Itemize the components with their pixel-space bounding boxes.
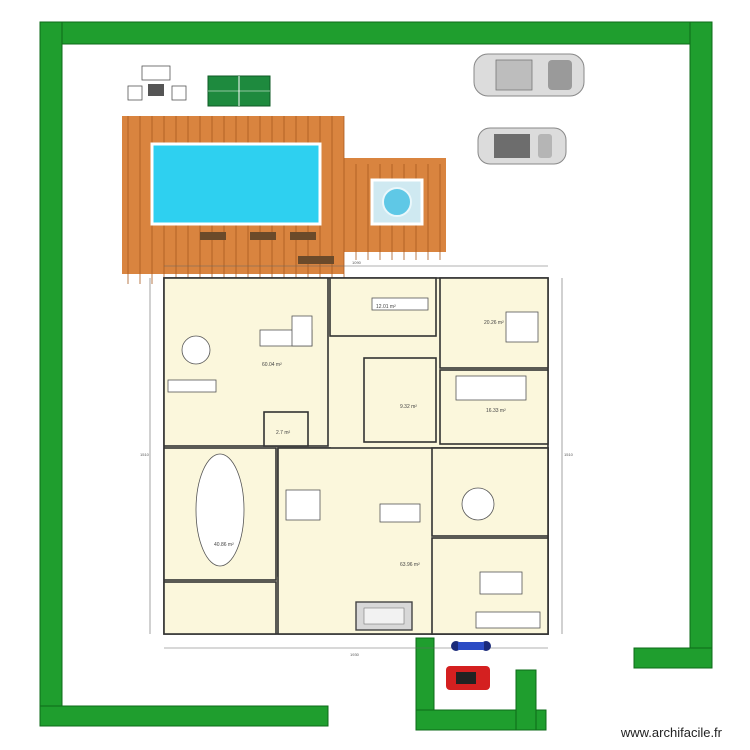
garden-table (148, 84, 164, 96)
bed-top (505, 311, 539, 343)
area-hall: 9.32 m² (400, 404, 417, 410)
car-top (473, 53, 585, 97)
desk-main (379, 503, 421, 523)
bathroom-block (285, 489, 321, 521)
round-table-office (461, 487, 495, 521)
dim-right: 1510 (564, 452, 574, 457)
area-bedroom-top: 20.26 m² (484, 320, 504, 326)
bed-mid (455, 375, 527, 401)
ping-pong-table (207, 75, 271, 107)
dim-top: 1090 (352, 260, 362, 265)
pool-deck (122, 116, 446, 284)
wardrobe (475, 611, 541, 629)
hedge-right (689, 21, 713, 669)
house: 60.04 m² 12.01 m² 20.26 m² 9.32 m² 16.33… (140, 260, 574, 657)
dim-bottom: 1930 (350, 652, 360, 657)
sofa-living-corner (291, 315, 313, 347)
area-bedroom-mid: 16.33 m² (486, 408, 506, 414)
dim-left: 1510 (140, 452, 150, 457)
room-wc (263, 411, 309, 447)
bed-bottom-right (479, 571, 523, 595)
hedge-bottom-left (39, 705, 329, 727)
office-desk (371, 297, 429, 311)
hedge-entrance-bottom (415, 709, 547, 731)
garden-chair-left (127, 85, 143, 101)
garden-chair-right (171, 85, 187, 101)
watermark: www.archifacile.fr (620, 725, 722, 740)
hedge-right-foot (633, 647, 713, 669)
area-dining: 40.86 m² (214, 542, 234, 548)
area-main: 63.96 m² (400, 562, 420, 568)
sun-loungers (200, 232, 334, 264)
area-office: 12.01 m² (376, 304, 396, 310)
round-table-living (181, 335, 211, 365)
kitchen-counter (167, 379, 217, 393)
area-wc: 2.7 m² (276, 430, 291, 436)
swimming-pool (150, 142, 322, 226)
dining-table (195, 453, 245, 567)
room-right-office (431, 447, 549, 537)
garden-lounge-set (127, 65, 187, 101)
hedge-left (39, 21, 63, 727)
quad-bike-red (446, 666, 490, 690)
garden-sofa (141, 65, 171, 81)
hedge-border (39, 21, 713, 731)
car-bottom (477, 127, 567, 165)
motorbike-blue (451, 641, 491, 651)
room-hall (363, 357, 437, 443)
area-living: 60.04 m² (262, 362, 282, 368)
room-bottom-left (163, 581, 277, 635)
hedge-entrance-right (515, 669, 537, 731)
hedge-top (39, 21, 713, 45)
